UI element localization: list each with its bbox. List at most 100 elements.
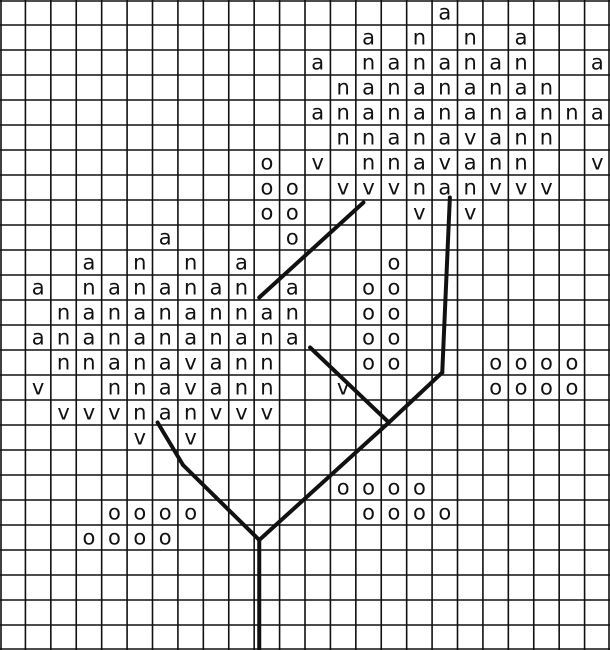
cell-letter-v: v xyxy=(439,151,451,175)
cell-letter-o: o xyxy=(260,201,273,225)
cell-letter-n: n xyxy=(159,301,172,325)
cell-letter-a: a xyxy=(108,351,121,375)
cell-letter-v: v xyxy=(57,401,69,425)
cell-letter-o: o xyxy=(362,351,375,375)
cell-letter-n: n xyxy=(108,301,121,325)
cell-letter-n: n xyxy=(108,326,121,350)
cell-letter-a: a xyxy=(159,351,172,375)
cell-letter-n: n xyxy=(514,151,527,175)
cell-letter-n: n xyxy=(336,101,349,125)
cell-letter-o: o xyxy=(362,301,375,325)
cell-letter-n: n xyxy=(209,326,222,350)
cell-letter-a: a xyxy=(286,326,299,350)
cell-letter-o: o xyxy=(515,376,528,400)
cell-letter-n: n xyxy=(540,101,553,125)
cell-letter-n: n xyxy=(387,101,400,125)
cell-letter-a: a xyxy=(464,151,477,175)
cell-letter-a: a xyxy=(362,76,375,100)
cell-letter-a: a xyxy=(83,251,96,275)
cell-letter-n: n xyxy=(362,151,375,175)
cell-letter-a: a xyxy=(388,51,401,75)
cell-letter-a: a xyxy=(438,1,451,25)
cell-letter-a: a xyxy=(362,101,375,125)
cell-letter-n: n xyxy=(209,301,222,325)
cell-letter-a: a xyxy=(210,376,223,400)
cell-letter-a: a xyxy=(464,101,477,125)
cell-letter-a: a xyxy=(515,76,528,100)
cell-letter-n: n xyxy=(133,376,146,400)
cell-letter-o: o xyxy=(260,176,273,200)
cell-letter-o: o xyxy=(438,501,451,525)
cell-letter-v: v xyxy=(134,426,146,450)
cell-letter-a: a xyxy=(83,326,96,350)
cell-letter-n: n xyxy=(133,351,146,375)
cell-letter-v: v xyxy=(210,401,222,425)
cell-letter-v: v xyxy=(311,151,323,175)
cell-letter-o: o xyxy=(159,526,172,550)
cell-letter-o: o xyxy=(337,476,350,500)
cell-letter-n: n xyxy=(184,251,197,275)
cell-letter-n: n xyxy=(235,301,248,325)
cell-letter-n: n xyxy=(413,51,426,75)
cell-letter-o: o xyxy=(362,501,375,525)
cell-letter-v: v xyxy=(108,401,120,425)
cell-letter-n: n xyxy=(413,26,426,50)
cell-letter-a: a xyxy=(32,326,45,350)
cell-letter-o: o xyxy=(540,376,553,400)
cell-letter-a: a xyxy=(489,126,502,150)
cell-letter-a: a xyxy=(591,51,604,75)
cell-letter-n: n xyxy=(464,51,477,75)
cell-letter-v: v xyxy=(83,401,95,425)
cell-letter-o: o xyxy=(83,526,96,550)
cell-letter-a: a xyxy=(83,301,96,325)
cell-letter-v: v xyxy=(464,201,476,225)
cell-letter-a: a xyxy=(184,301,197,325)
cell-letter-v: v xyxy=(591,151,603,175)
cell-letter-n: n xyxy=(464,176,477,200)
cell-letter-n: n xyxy=(260,351,273,375)
cell-letter-v: v xyxy=(540,176,552,200)
cell-letter-a: a xyxy=(210,351,223,375)
cell-letter-o: o xyxy=(286,226,299,250)
cell-letter-n: n xyxy=(133,251,146,275)
cell-letter-n: n xyxy=(82,351,95,375)
cell-letter-n: n xyxy=(514,51,527,75)
cell-letter-o: o xyxy=(260,151,273,175)
cell-letter-n: n xyxy=(133,276,146,300)
cell-letter-v: v xyxy=(184,426,196,450)
cell-letter-a: a xyxy=(210,276,223,300)
cell-letter-o: o xyxy=(388,326,401,350)
cell-letter-n: n xyxy=(57,351,70,375)
cell-letter-n: n xyxy=(336,126,349,150)
cell-letter-v: v xyxy=(261,401,273,425)
cell-letter-n: n xyxy=(489,101,502,125)
cell-letter-n: n xyxy=(489,151,502,175)
cell-letter-o: o xyxy=(388,476,401,500)
cell-letter-v: v xyxy=(184,376,196,400)
cell-letter-o: o xyxy=(159,501,172,525)
cell-letter-n: n xyxy=(336,76,349,100)
cell-letter-a: a xyxy=(184,326,197,350)
cell-letter-n: n xyxy=(235,376,248,400)
cell-letter-a: a xyxy=(464,76,477,100)
cell-letter-n: n xyxy=(108,376,121,400)
cell-letter-o: o xyxy=(362,326,375,350)
cell-letter-v: v xyxy=(362,176,374,200)
cell-letter-a: a xyxy=(159,401,172,425)
cell-letter-o: o xyxy=(388,301,401,325)
cell-letter-a: a xyxy=(159,276,172,300)
cell-letter-v: v xyxy=(464,126,476,150)
cell-letter-a: a xyxy=(489,51,502,75)
cell-letter-n: n xyxy=(286,301,299,325)
cell-letter-a: a xyxy=(260,301,273,325)
cell-letter-a: a xyxy=(108,276,121,300)
cell-letter-v: v xyxy=(388,176,400,200)
cell-letter-n: n xyxy=(565,101,578,125)
cell-letter-n: n xyxy=(387,151,400,175)
cell-letter-o: o xyxy=(388,276,401,300)
cell-letter-v: v xyxy=(515,176,527,200)
cell-letter-n: n xyxy=(438,101,451,125)
cell-letter-a: a xyxy=(235,251,248,275)
cell-letter-a: a xyxy=(413,76,426,100)
